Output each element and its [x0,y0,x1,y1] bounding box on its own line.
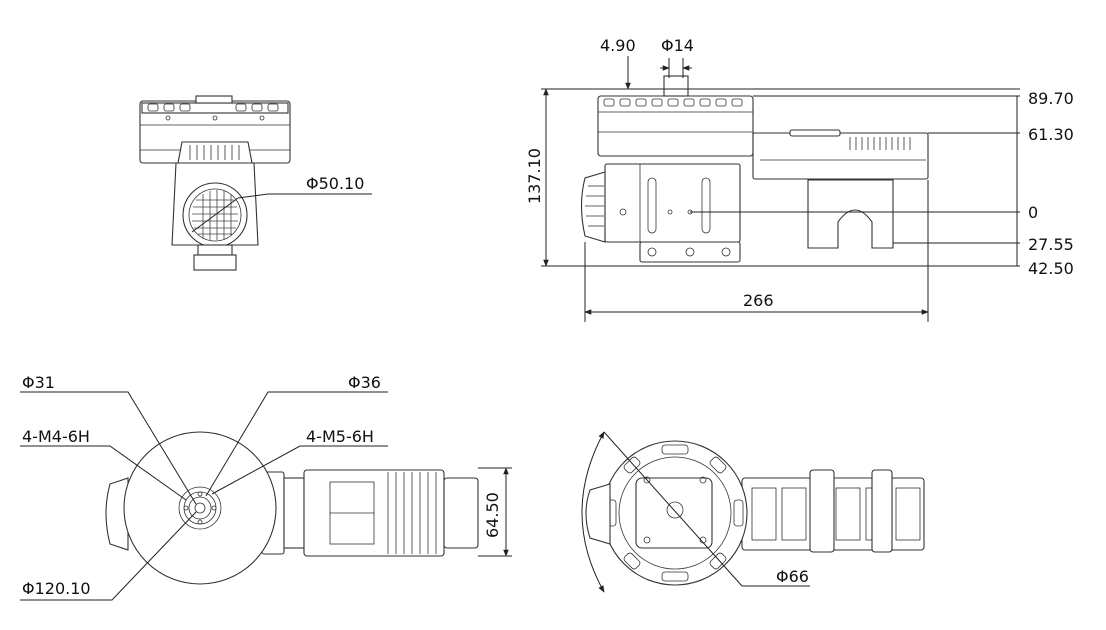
bolt-circle-dia-label: Φ66 [776,567,809,586]
thread-a-label: 4-M4-6H [22,427,90,446]
outer-dia-label: Φ36 [348,373,381,392]
overall-height-label: 137.10 [525,148,544,204]
flange-dia-label: Φ120.10 [22,579,91,598]
connector-dia-label: Φ50.10 [306,174,364,193]
overall-length-label: 266 [743,291,774,310]
top-offset-label: 4.90 [600,36,636,55]
bottom-view: Φ31 Φ36 4-M4-6H 4-M5-6H Φ120.10 64.50 [20,373,512,601]
level-label-5: 42.50 [1028,259,1074,278]
body-width-label: 64.50 [483,492,502,538]
level-label-1: 89.70 [1028,89,1074,108]
top-view: Φ66 [581,431,925,593]
level-label-3: 0 [1028,203,1038,222]
level-label-4: 27.55 [1028,235,1074,254]
side-view: 137.10 4.90 Φ14 89.70 61.30 0 27.55 42.5… [525,36,1074,322]
front-view: Φ50.10 [139,95,372,271]
shaft-dia-label: Φ14 [661,36,694,55]
level-label-2: 61.30 [1028,125,1074,144]
thread-b-label: 4-M5-6H [306,427,374,446]
inner-dia-label: Φ31 [22,373,55,392]
